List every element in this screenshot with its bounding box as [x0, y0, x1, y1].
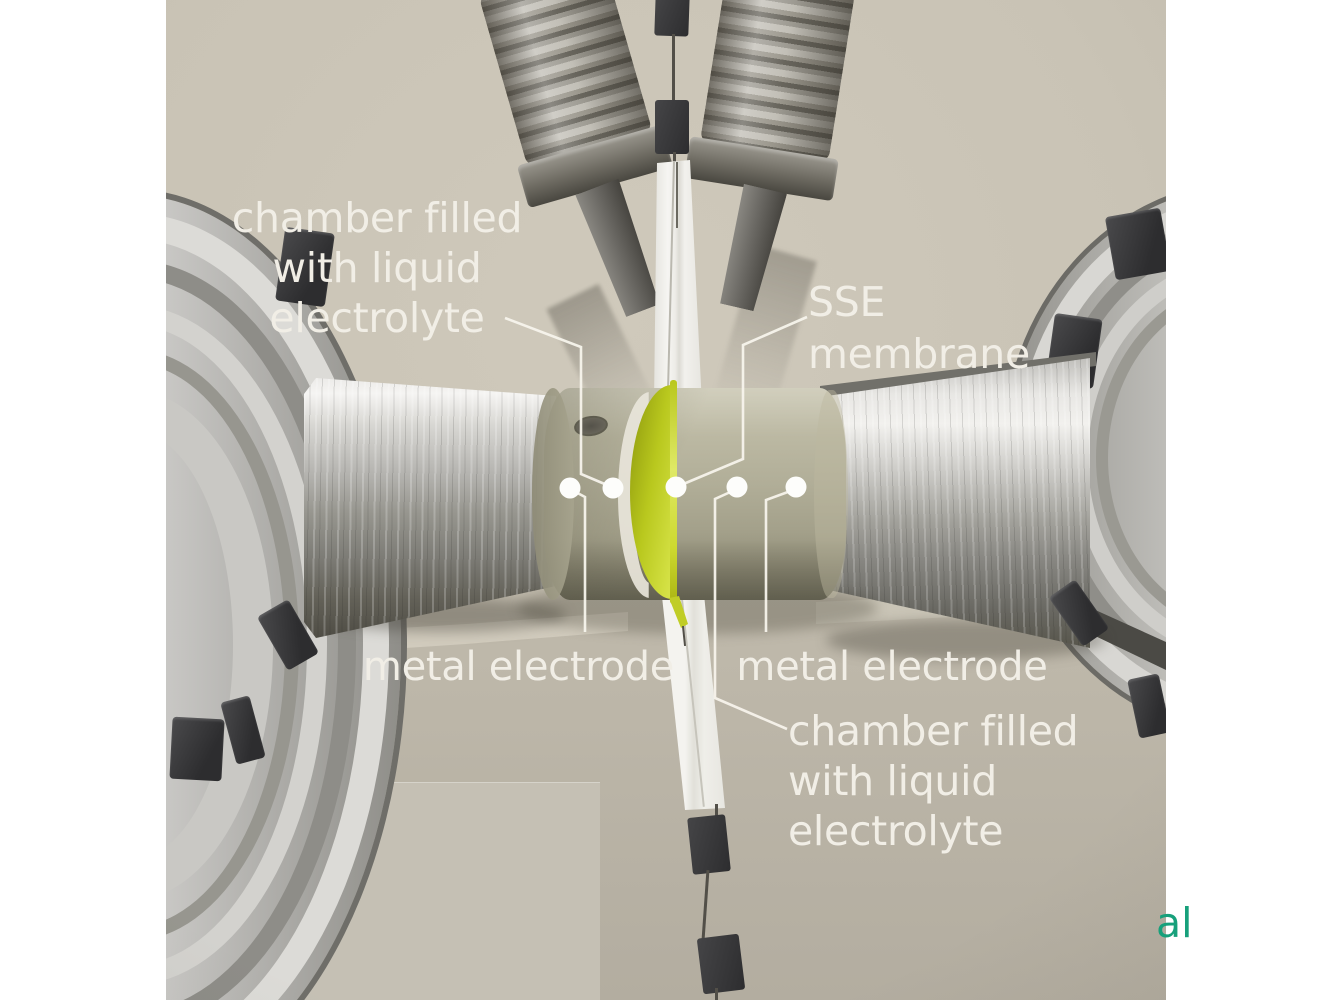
watermark-text: al: [1156, 899, 1193, 947]
label-line: chamber filled: [788, 707, 1079, 755]
cell-right-translucent-ring: [814, 390, 848, 598]
label-line: SSE: [808, 278, 886, 326]
leader-line-chamber-right: [713, 487, 788, 731]
label-line: chamber filled: [231, 194, 523, 242]
callout-overlay: [504, 315, 808, 731]
label-line: membrane: [808, 330, 1030, 378]
probe-wire: [676, 162, 678, 228]
probe-block-top: [655, 100, 689, 154]
right-white-margin: [1166, 0, 1333, 1000]
label-line: with liquid: [272, 244, 482, 292]
callout-dot: [559, 477, 581, 499]
callout-dot: [726, 476, 748, 498]
label-line: electrolyte: [269, 294, 485, 342]
callout-dot: [602, 477, 624, 499]
leader-line-sse-membrane: [680, 315, 808, 487]
label-chamber-left: chamber filled with liquid electrolyte: [216, 193, 538, 343]
label-line: with liquid: [788, 757, 997, 805]
label-chamber-right: chamber filled with liquid electrolyte: [788, 706, 1128, 856]
render-scene: chamber filled with liquid electrolyte S…: [166, 0, 1166, 1000]
callout-dot: [665, 476, 687, 498]
leader-line-electrode-right: [764, 487, 797, 632]
probe-wire: [715, 988, 718, 1000]
label-metal-electrode-right: metal electrode: [736, 644, 1048, 690]
left-white-margin: [0, 0, 166, 1000]
left-metal-piston: [304, 378, 556, 638]
probe-wire: [715, 804, 718, 822]
probe-wire: [673, 152, 676, 166]
label-metal-electrode-left: metal electrode: [362, 644, 675, 690]
leader-line-chamber-left: [504, 316, 608, 487]
leader-line-electrode-left: [569, 487, 587, 632]
label-line: electrolyte: [788, 807, 1004, 855]
label-sse-membrane: SSE membrane: [808, 276, 1088, 380]
callout-dot: [785, 476, 807, 498]
probe-wire: [672, 34, 675, 102]
